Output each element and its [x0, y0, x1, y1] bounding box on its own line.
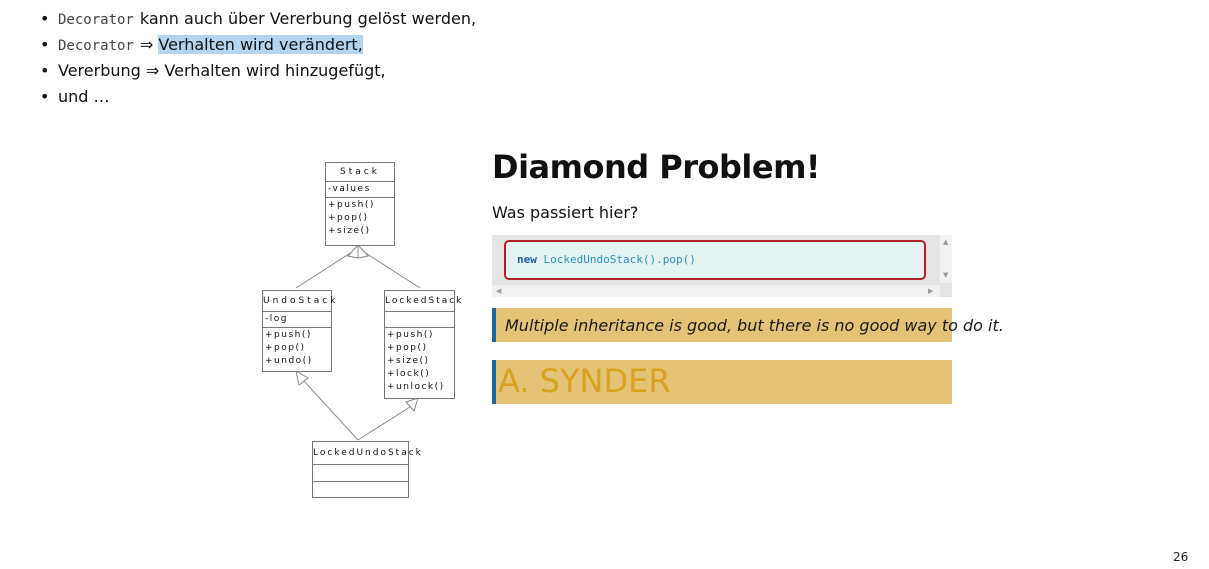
author-accent-bar [492, 360, 496, 404]
method: +size() [387, 356, 430, 366]
selected-text[interactable]: Verhalten wird verändert, [158, 35, 363, 54]
code-line: new LockedUndoStack().pop() [517, 253, 696, 266]
quote-accent-bar [492, 308, 496, 342]
method: +push() [387, 330, 434, 340]
inline-code: Decorator [58, 12, 134, 28]
class-name: LockedUndoStack [313, 442, 421, 465]
method: +push() [328, 200, 375, 210]
class-methods [313, 482, 408, 498]
vertical-scrollbar[interactable]: ▲ ▼ [940, 235, 952, 283]
method: +push() [265, 330, 312, 340]
class-attributes: -log [263, 312, 331, 328]
horizontal-scrollbar[interactable]: ◀ ▶ [492, 285, 940, 297]
method: +size() [328, 226, 371, 236]
scroll-right-icon[interactable]: ▶ [928, 287, 934, 295]
bullet-item: Decorator ⇒ Verhalten wird verändert, [40, 34, 476, 60]
scroll-down-icon[interactable]: ▼ [943, 271, 949, 279]
uml-class-locked-undo-stack: LockedUndoStack [312, 441, 421, 498]
implies-arrow: ⇒ [145, 61, 160, 80]
code-block[interactable]: new LockedUndoStack().pop() ▲ ▼ ◀ ▶ [492, 235, 952, 297]
uml-class-undo-stack: UndoStack -log +push() +pop() +undo() [262, 290, 335, 372]
page-number: 26 [1173, 550, 1189, 564]
slide-heading: Diamond Problem! [492, 148, 821, 186]
quote-text: Multiple inheritance is good, but there … [505, 316, 1004, 335]
blockquote: Multiple inheritance is good, but there … [492, 308, 1004, 342]
implies-arrow: ⇒ [139, 35, 154, 54]
uml-class-stack: Stack -values +push() +pop() +size() [325, 162, 395, 246]
bullet-item: Vererbung ⇒ Verhalten wird hinzugefügt, [40, 60, 476, 86]
scroll-up-icon[interactable]: ▲ [943, 238, 949, 246]
question-text: Was passiert hier? [492, 203, 639, 222]
quote-author-block: A. SYNDER [492, 360, 952, 404]
quote-author: A. SYNDER [498, 362, 671, 400]
method: +lock() [387, 369, 431, 379]
code-expression: LockedUndoStack().pop() [536, 253, 696, 266]
bullet-text: und … [58, 87, 110, 106]
class-methods: +push() +pop() +undo() [263, 328, 331, 369]
class-attributes: -values [326, 182, 394, 198]
method: +pop() [387, 343, 428, 353]
method: +pop() [265, 343, 306, 353]
inline-code: Decorator [58, 38, 134, 54]
class-attributes [313, 465, 408, 482]
code-keyword: new [517, 253, 537, 266]
bullet-text: Verhalten wird hinzugefügt, [164, 61, 386, 80]
method: +pop() [328, 213, 369, 223]
scroll-left-icon[interactable]: ◀ [496, 287, 502, 295]
class-name: UndoStack [263, 291, 335, 312]
bullet-lead: Vererbung [58, 61, 141, 80]
bullet-text: kann auch über Vererbung gelöst werden, [139, 9, 477, 28]
method: +unlock() [387, 382, 445, 392]
class-name: LockedStack [385, 291, 461, 312]
uml-class-locked-stack: LockedStack +push() +pop() +size() +lock… [384, 290, 461, 399]
code-highlight-box: new LockedUndoStack().pop() [504, 240, 926, 280]
bullet-item: Decorator kann auch über Vererbung gelöst… [40, 8, 476, 34]
bullet-list: Decorator kann auch über Vererbung gelöst… [40, 8, 476, 112]
bullet-item: und … [40, 86, 476, 112]
class-name: Stack [326, 163, 394, 182]
class-methods: +push() +pop() +size() [326, 198, 394, 239]
class-attributes [385, 312, 454, 328]
method: +undo() [265, 356, 313, 366]
class-methods: +push() +pop() +size() +lock() +unlock() [385, 328, 454, 395]
